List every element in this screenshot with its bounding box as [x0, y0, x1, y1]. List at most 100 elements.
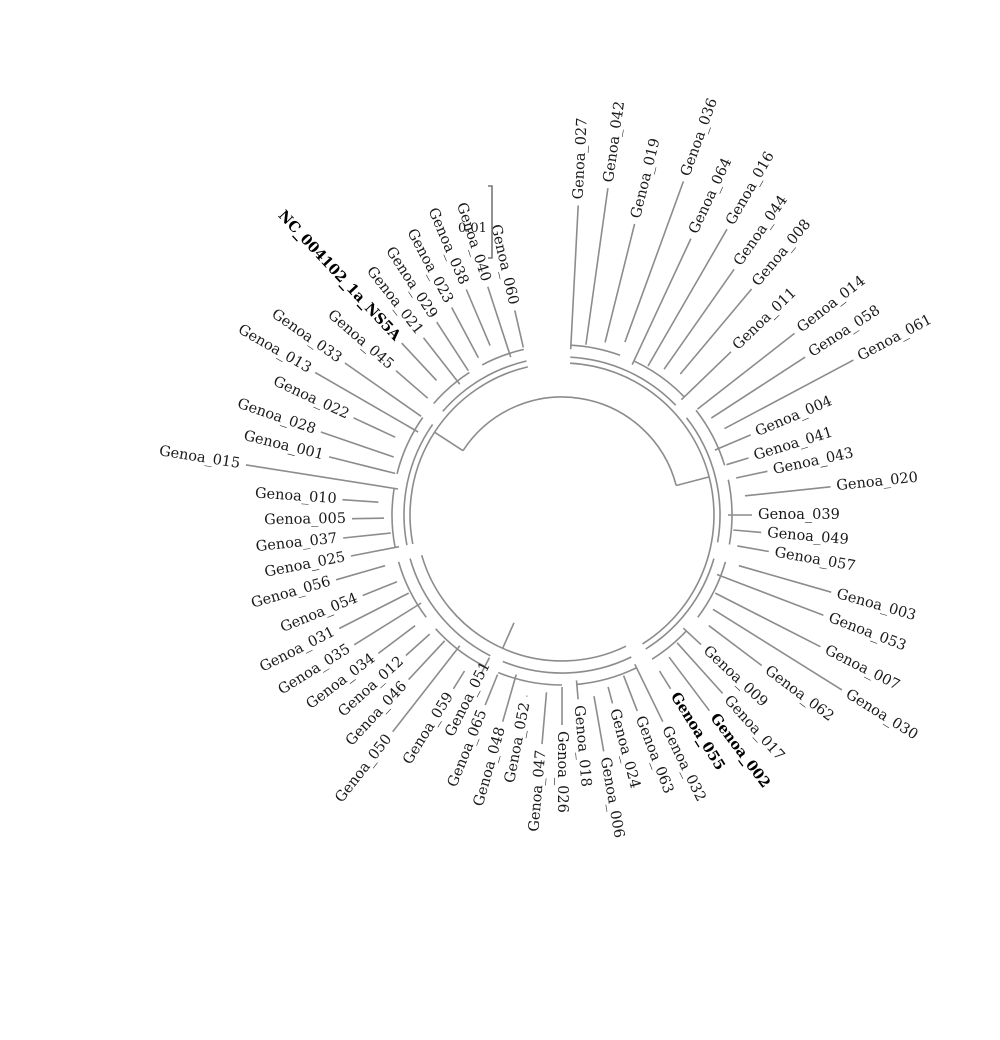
leaf-branch — [744, 486, 831, 497]
leaf-branch — [712, 608, 843, 691]
leaf-branch — [714, 592, 821, 648]
leaf-branch — [668, 656, 711, 712]
root-arc — [462, 396, 677, 486]
leaf-branch — [350, 545, 400, 557]
leaf-label: Genoa_027 — [571, 117, 591, 200]
leaf-branch — [607, 686, 614, 704]
clade-arc — [695, 409, 726, 466]
leaf-branch — [676, 642, 724, 694]
leaf-branch — [634, 663, 664, 723]
clade-arc — [481, 348, 524, 366]
tree-branches — [245, 181, 854, 752]
leaf-branch — [343, 532, 391, 539]
leaf-branch — [663, 268, 735, 370]
leaf-branch — [344, 362, 422, 417]
leaf-branch — [735, 470, 768, 479]
leaf-branch — [593, 696, 605, 752]
leaf-label: Genoa_030 — [843, 686, 921, 743]
leaf-branch — [726, 457, 749, 466]
leaf-branch — [514, 310, 525, 348]
leaf-branch — [622, 675, 639, 712]
leaf-branch — [710, 356, 806, 419]
leaf-branch — [585, 188, 609, 345]
clade-arc — [397, 561, 427, 618]
leaf-branch — [737, 545, 769, 553]
leaf-branch — [353, 602, 422, 646]
backbone-arc — [569, 362, 715, 645]
leaf-branch — [501, 674, 517, 722]
leaf-label: Genoa_062 — [762, 663, 837, 725]
leaf-branch — [320, 431, 394, 458]
leaf-label: Genoa_049 — [767, 525, 850, 548]
leaf-label: Genoa_042 — [601, 100, 628, 183]
leaf-branch — [395, 370, 429, 399]
leaf-branch — [342, 498, 379, 503]
leaf-branch — [716, 573, 824, 617]
leaf-branch — [541, 692, 548, 745]
scale-bar-label: 0.01 — [458, 221, 487, 236]
leaf-branch — [487, 286, 512, 358]
leaf-branch — [631, 238, 692, 365]
clade-arc — [409, 558, 491, 657]
clade-arc — [442, 360, 527, 412]
leaf-branch — [377, 625, 416, 655]
clade-arc — [403, 423, 434, 546]
clade-arc — [697, 561, 727, 618]
leaf-label: Genoa_026 — [554, 731, 570, 813]
clade-arc — [391, 488, 396, 548]
clade-arc — [435, 628, 486, 668]
leaf-branch — [569, 205, 579, 350]
leaf-branch — [338, 592, 410, 630]
leaf-branch — [679, 288, 753, 375]
leaf-label: Genoa_047 — [526, 749, 549, 832]
backbone-arc — [409, 366, 528, 545]
leaf-branch — [452, 670, 466, 690]
leaf-branch — [697, 332, 795, 410]
scale-bar: 0.01 — [458, 185, 493, 259]
leaf-branch — [738, 564, 832, 593]
leaf-branch — [314, 371, 419, 433]
clade-arc — [433, 371, 470, 405]
clade-arc — [685, 417, 721, 543]
leaf-branch — [450, 307, 480, 359]
leaf-branch — [724, 359, 854, 430]
leaf-branch — [465, 289, 491, 346]
leaf-branch — [604, 223, 636, 343]
backbone-stem — [501, 622, 515, 649]
leaf-label: Genoa_018 — [571, 705, 594, 788]
leaf-branch — [436, 321, 469, 372]
leaf-branch — [575, 680, 579, 700]
leaf-branch — [624, 181, 685, 343]
clade-arc — [396, 417, 424, 475]
leaf-branch — [328, 456, 396, 475]
leaf-label: Genoa_052 — [502, 701, 533, 784]
leaf-branch — [708, 625, 763, 667]
leaf-branch — [480, 657, 491, 674]
leaf-label: Genoa_015 — [158, 443, 241, 472]
leaf-branch — [401, 342, 438, 381]
backbone-stem — [434, 431, 464, 452]
leaf-branch — [245, 464, 399, 490]
leaf-branch — [658, 670, 672, 690]
leaf-branch — [422, 337, 461, 385]
leaf-branch — [351, 517, 385, 520]
leaf-branch — [353, 417, 396, 438]
leaf-label: Genoa_005 — [264, 511, 346, 528]
clade-arc — [651, 630, 687, 660]
clade-arc — [645, 558, 715, 650]
leaf-label: Genoa_025 — [263, 549, 346, 580]
leaf-branch — [733, 529, 762, 534]
clade-arc — [633, 360, 685, 398]
backbone-stem — [675, 476, 710, 487]
leaf-branch — [335, 564, 386, 581]
leaf-label: Genoa_036 — [678, 96, 721, 178]
clade-arc — [498, 671, 563, 686]
scale-bar-line — [488, 185, 493, 259]
leaf-branch — [484, 674, 499, 706]
leaf-branch — [680, 351, 732, 401]
leaf-branch — [647, 228, 728, 367]
clade-arc — [570, 344, 621, 357]
leaf-branch — [405, 633, 431, 657]
